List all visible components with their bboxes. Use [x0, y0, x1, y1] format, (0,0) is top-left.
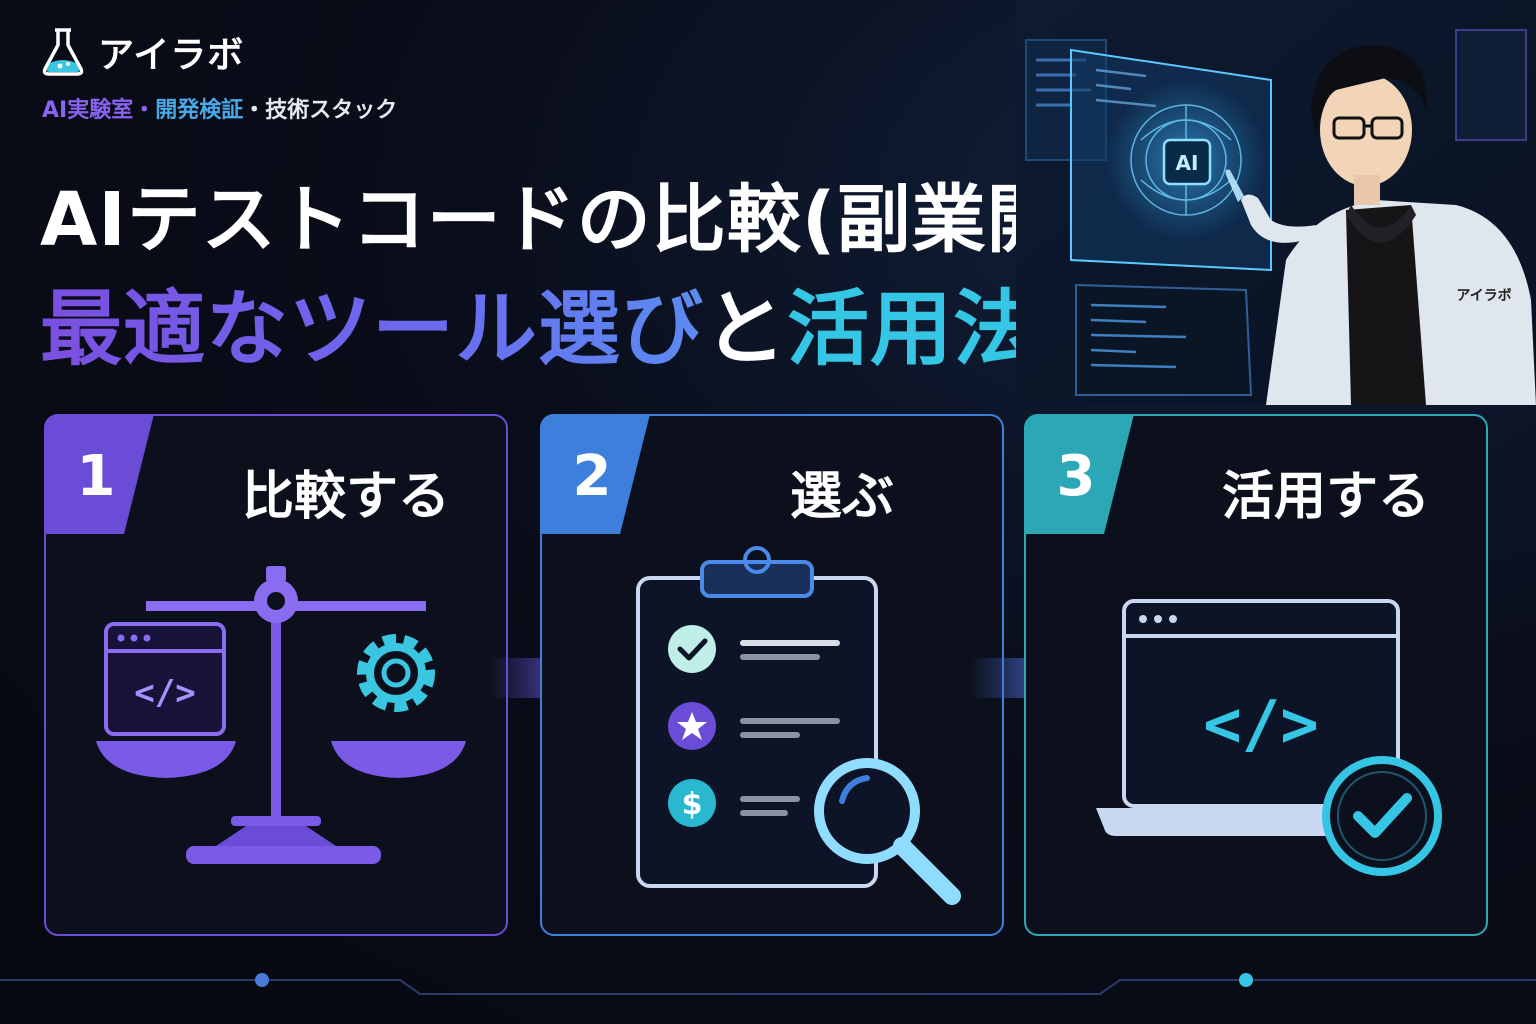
timeline-decoration: [0, 973, 1536, 995]
step-title-choose: 選ぶ: [789, 467, 894, 527]
hero-ai-chip-label: AI: [1176, 151, 1199, 175]
step-title-use: 活用する: [1221, 467, 1430, 527]
title-highlight-usage: 活用法: [787, 282, 1037, 377]
tagline-dev-verification: 開発検証: [155, 98, 244, 123]
laptop-check-icon: </>: [1096, 599, 1442, 876]
title-connector: と: [704, 282, 788, 377]
svg-text:</>: </>: [1203, 688, 1319, 762]
coat-label: アイラボ: [1456, 288, 1511, 304]
title-highlight-tool-selection: 最適なツール選び: [40, 282, 705, 377]
step-number-3: 3: [1056, 444, 1096, 509]
flask-icon: [42, 28, 84, 76]
step-card-compare[interactable]: 1 比較する </>: [44, 414, 508, 936]
step-badge-3: [1024, 414, 1134, 534]
step-card-choose[interactable]: 2 選ぶ $: [540, 414, 1004, 936]
tagline: AI実験室・開発検証・技術スタック: [42, 92, 397, 124]
step-card-use[interactable]: 3 活用する </>: [1024, 414, 1488, 936]
balance-scale-icon: </>: [96, 566, 466, 864]
dollar-icon: $: [682, 787, 703, 822]
step-title-compare: 比較する: [241, 467, 450, 527]
step-badge-2: [540, 414, 650, 534]
tagline-tech-stack: ・技術スタック: [243, 98, 398, 123]
clipboard-checklist-icon: $: [636, 546, 961, 905]
tagline-ai-lab: AI実験室・: [42, 98, 156, 123]
step-badge-1: [44, 414, 154, 534]
brand-name: アイラボ: [98, 35, 245, 76]
page-title-line2: 最適なツール選びと活用法: [40, 262, 1036, 381]
hero-illustration: AI アイラボ: [1016, 0, 1536, 405]
svg-text:</>: </>: [134, 673, 195, 713]
step-number-2: 2: [572, 444, 612, 509]
brand-logo: アイラボ: [40, 26, 244, 78]
step-number-1: 1: [76, 444, 116, 509]
